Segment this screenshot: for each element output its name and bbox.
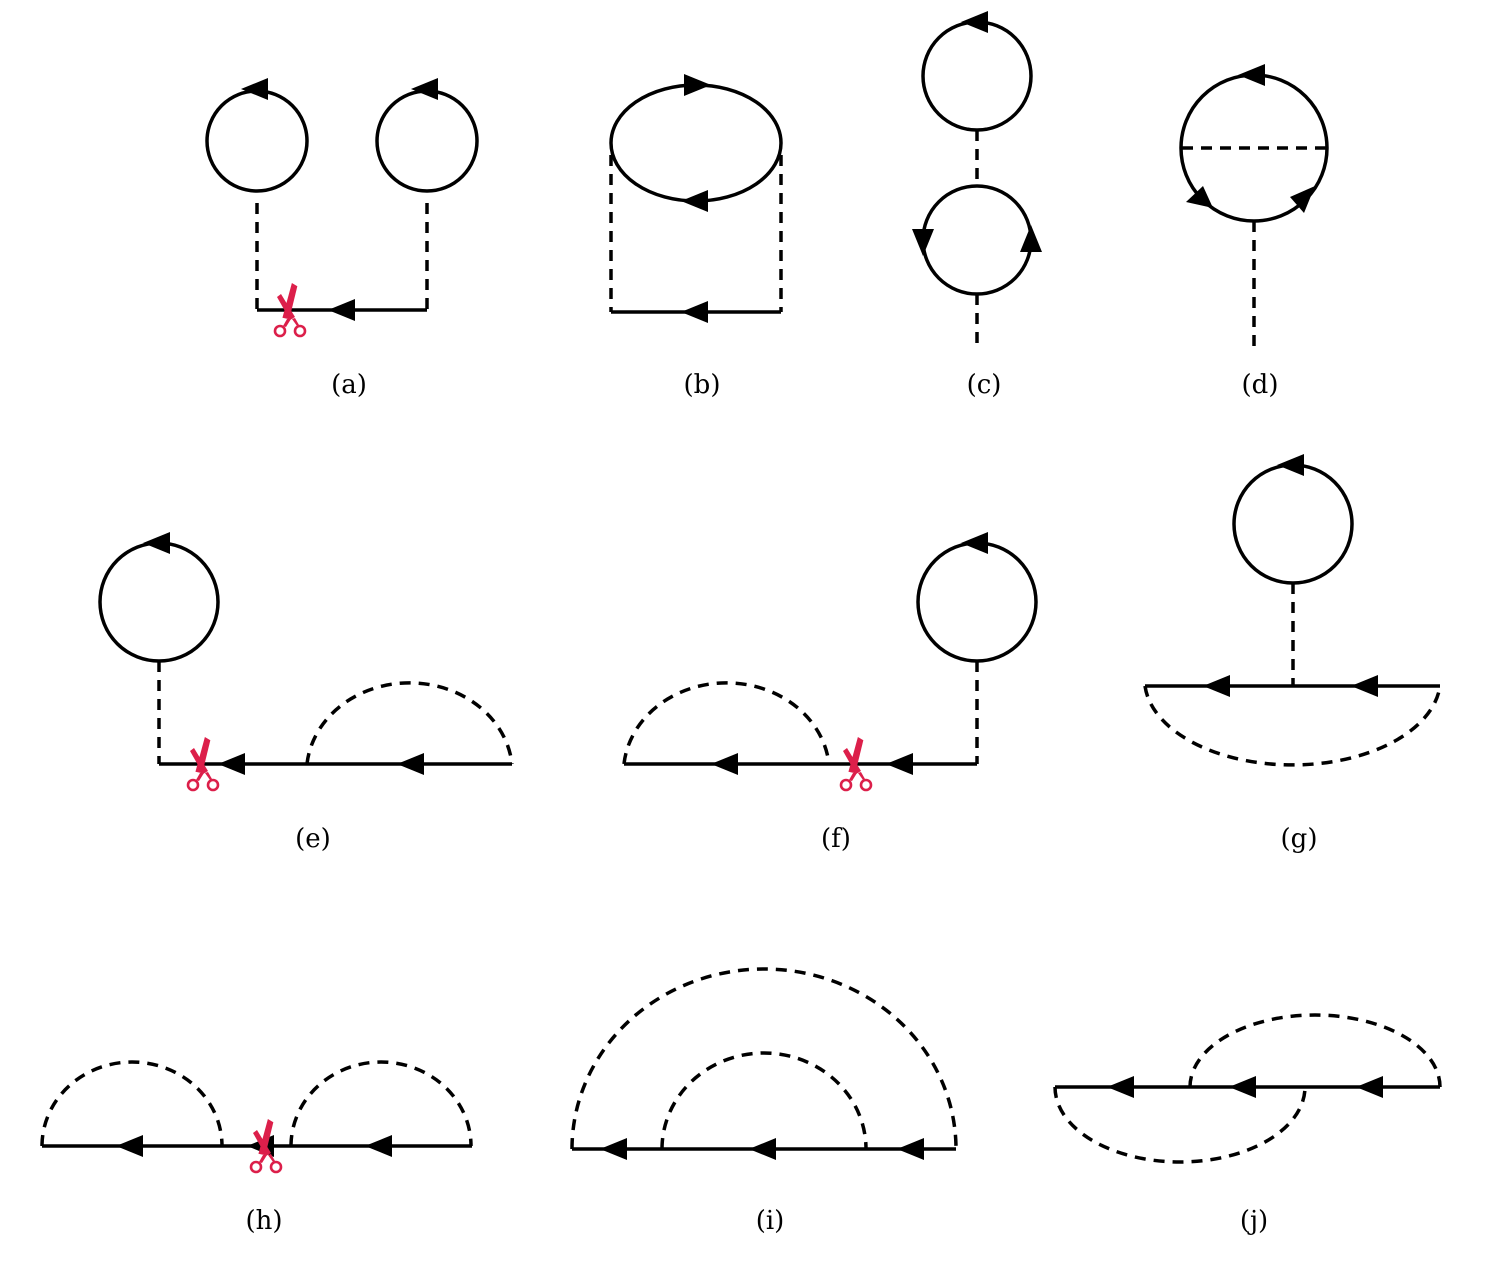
arrowhead-icon <box>1356 1076 1383 1098</box>
diagram-c: (c) <box>912 11 1042 400</box>
loop-propagator <box>916 541 1038 663</box>
arrowhead-icon <box>1107 1076 1134 1098</box>
loop-propagator <box>375 89 479 193</box>
diagram-label-i: (i) <box>756 1206 785 1236</box>
interaction-line <box>660 1051 868 1150</box>
arrowhead-icon <box>961 532 988 554</box>
diagram-label-e: (e) <box>295 824 331 854</box>
diagram-g: (g) <box>1143 454 1442 854</box>
diagram-label-d: (d) <box>1242 370 1279 400</box>
diagram-label-c: (c) <box>967 370 1002 400</box>
arrowhead-icon <box>397 753 424 775</box>
arrowhead-icon <box>961 11 988 33</box>
arrowhead-icon <box>749 1138 776 1160</box>
diagram-b: (b) <box>609 74 783 400</box>
diagram-e: (e) <box>98 532 514 854</box>
arrowhead-icon <box>1203 675 1230 697</box>
arrowhead-icon <box>241 78 268 100</box>
arrowhead-icon <box>1186 186 1213 208</box>
interaction-line <box>1053 1086 1307 1164</box>
diagram-d: (d) <box>1179 64 1329 400</box>
arrowhead-icon <box>1290 186 1315 213</box>
loop-propagator <box>98 541 220 663</box>
diagram-a: (a) <box>205 78 479 400</box>
arrowhead-icon <box>684 74 711 96</box>
loop-propagator <box>609 83 783 203</box>
diagram-j: (j) <box>1053 1013 1442 1236</box>
diagram-label-j: (j) <box>1240 1206 1268 1236</box>
diagram-label-h: (h) <box>245 1206 282 1236</box>
interaction-line <box>622 681 831 765</box>
interaction-line <box>305 681 514 765</box>
diagram-label-f: (f) <box>821 824 851 854</box>
interaction-line <box>1143 685 1442 767</box>
arrowhead-icon <box>897 1138 924 1160</box>
arrowhead-icon <box>1020 225 1042 252</box>
loop-propagator <box>1232 463 1354 585</box>
arrowhead-icon <box>912 229 934 256</box>
diagram-label-g: (g) <box>1281 824 1318 854</box>
loop-propagator <box>205 89 309 193</box>
diagram-label-a: (a) <box>331 370 367 400</box>
arrowhead-icon <box>1277 454 1304 476</box>
arrowhead-icon <box>328 299 355 321</box>
interaction-line <box>289 1060 473 1147</box>
diagram-h: (h) <box>40 1060 473 1236</box>
arrowhead-icon <box>600 1138 627 1160</box>
arrowhead-icon <box>681 301 708 323</box>
arrowhead-icon <box>681 190 708 212</box>
arrowhead-icon <box>711 753 738 775</box>
loop-propagator <box>921 20 1033 132</box>
loop-propagator <box>921 184 1033 296</box>
interaction-line <box>1188 1013 1442 1088</box>
arrowhead-icon <box>886 753 913 775</box>
arrowhead-icon <box>1238 64 1265 86</box>
arrowhead-icon <box>143 532 170 554</box>
interaction-line <box>40 1060 224 1147</box>
diagram-i: (i) <box>570 967 958 1236</box>
arrowhead-icon <box>1229 1076 1256 1098</box>
arrowhead-icon <box>1351 675 1378 697</box>
interaction-line <box>570 967 958 1150</box>
diagram-label-b: (b) <box>684 370 721 400</box>
arrowhead-icon <box>365 1135 392 1157</box>
arrowhead-icon <box>411 78 438 100</box>
arrowhead-icon <box>116 1135 143 1157</box>
diagram-f: (f) <box>622 532 1038 854</box>
arrowhead-icon <box>218 753 245 775</box>
